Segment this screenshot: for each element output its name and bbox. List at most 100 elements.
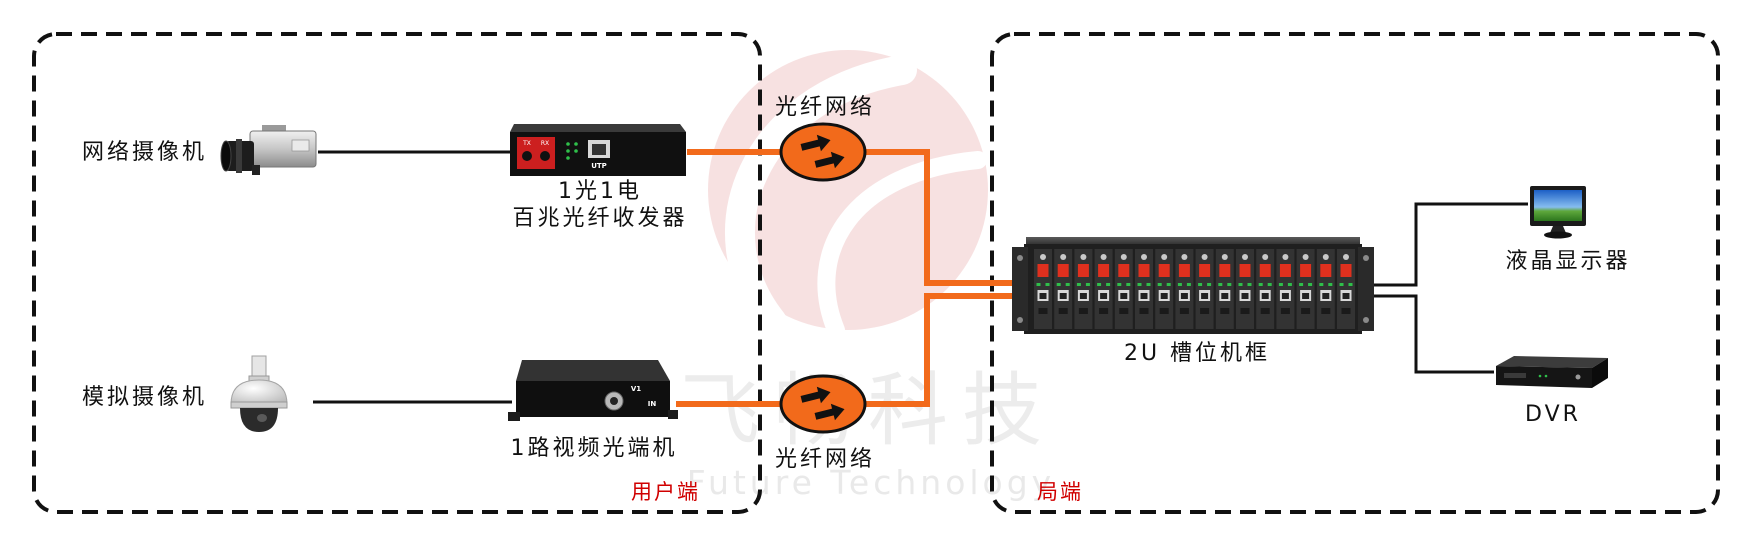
fiber-network-bottom [779,374,867,434]
user-side-zone-label: 用户端 [631,480,700,504]
lcd-monitor-label: 液晶显示器 [1505,249,1630,274]
dvr-icon [1496,356,1608,388]
rack-slot [1337,249,1355,329]
slot-led [1238,283,1243,286]
rack-slot [1215,249,1234,329]
slot-screw [1141,254,1147,260]
rack-chassis-icon [1012,237,1374,334]
slot-fiber-port [1037,264,1049,277]
slot-fiber-port [1320,264,1332,277]
dome-camera-icon [230,355,288,432]
status-led [566,156,570,160]
rack-slot [1094,249,1113,329]
monitor-cable [1374,202,1528,287]
slot-fiber-port [1138,264,1150,277]
slot-led [1137,283,1142,286]
slot-screw [1080,254,1087,260]
media-converter-icon: TX RX UTP [510,124,686,176]
rack-slot [1296,249,1315,329]
slot-screw [1060,254,1067,260]
rack-slot [1316,249,1335,329]
slot-led [1085,283,1090,286]
slot-led [1065,283,1070,286]
rack-slot [1114,249,1133,329]
slot-screw [1161,254,1168,260]
slot-led [1076,283,1081,286]
slot-led [1157,283,1162,286]
slot-led [1319,283,1324,286]
slot-led [1106,283,1111,286]
slot-screw [1262,254,1269,260]
slot-led [1278,283,1283,286]
slot-led [1177,283,1182,286]
slot-screw [1221,254,1228,260]
slot-screw [1242,254,1248,260]
rack-slot [1155,249,1174,329]
rack-slot [1195,249,1214,329]
fiber-network-icon [779,122,867,182]
slot-fiber-port [1279,264,1291,277]
fiber-network-top-label: 光纤网络 [775,95,875,120]
rack-slot [1135,249,1153,329]
status-led [566,142,570,146]
slot-fiber-port [1199,264,1211,277]
slot-led [1207,283,1212,286]
slot-fiber-port [1077,264,1089,277]
rack-slot [1236,249,1254,329]
exchange-arrow-icon [800,386,831,404]
exchange-arrow-icon [814,151,845,169]
rx-port [540,151,550,161]
media-converter-label-line1: 1光1电 [558,179,642,204]
chassis-label: 2U 槽位机框 [1124,341,1270,366]
slot-fiber-port [1219,264,1231,277]
slot-led [1117,283,1122,286]
rack-slot [1276,249,1295,329]
user-side-zone [32,32,762,514]
slot-led [1308,283,1313,286]
tx-port [522,151,532,161]
watermark-text-cn: 飞畅科技 [680,364,1056,457]
status-led [566,149,570,153]
central-side-zone-label: 局端 [1037,480,1083,504]
ip-camera-icon [220,125,317,175]
video-transceiver-label: 1路视频光端机 [511,436,678,461]
slot-led [1097,283,1102,286]
rx-port-label: RX [541,140,549,147]
rack-ear-left [1012,247,1028,331]
slot-screw [1181,254,1188,260]
fiber-network-icon [779,374,867,434]
rack-slot [1034,249,1052,329]
slot-led [1348,283,1353,286]
slot-fiber-port [1340,264,1352,277]
slot-fiber-port [1178,264,1190,277]
slot-led [1339,283,1344,286]
slot-screw [1201,254,1208,260]
exchange-arrow-icon [800,134,831,152]
fiber-network-bottom-label: 光纤网络 [775,447,875,472]
video-optical-transceiver-icon: V1 IN [508,360,678,421]
status-led [574,142,578,146]
slot-screw [1322,254,1329,260]
slot-led [1146,283,1151,286]
slot-fiber-port [1239,264,1251,277]
dvr-cable [1374,294,1494,374]
slot-led [1328,283,1333,286]
slot-led [1218,283,1223,286]
slot-screw [1302,254,1309,260]
slot-led [1045,283,1050,286]
slot-led [1186,283,1191,286]
exchange-arrow-icon [814,403,845,421]
status-led [574,149,578,153]
slot-screw [1040,254,1046,260]
slot-fiber-port [1118,264,1130,277]
analog-camera-label: 模拟摄像机 [82,385,207,410]
slot-led [1198,283,1203,286]
slot-led [1056,283,1061,286]
slot-screw [1343,254,1349,260]
slot-led [1267,283,1272,286]
slot-fiber-port [1057,264,1069,277]
slot-led [1299,283,1304,286]
utp-port-label: UTP [591,162,607,170]
central-side-zone [990,32,1720,514]
watermark-logo [708,50,988,339]
